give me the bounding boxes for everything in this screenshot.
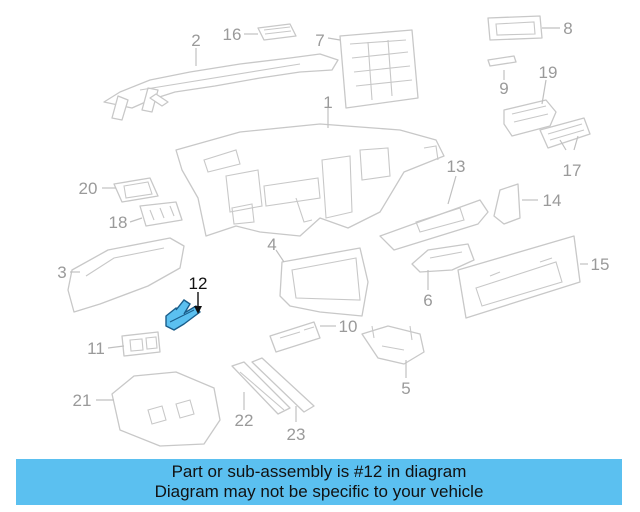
- part-22-strip: [231, 361, 291, 415]
- part-19-vent: [503, 99, 557, 137]
- callout-5: 5: [401, 379, 410, 398]
- part-1-instrument-panel: [175, 123, 445, 237]
- banner-line-1: Part or sub-assembly is #12 in diagram: [171, 462, 467, 481]
- part-15-panel: [457, 235, 581, 319]
- callout-19: 19: [539, 63, 558, 82]
- callout-13: 13: [447, 157, 466, 176]
- callout-17: 17: [563, 161, 582, 180]
- part-3-glovebox-door: [67, 237, 185, 313]
- part-2-crossbeam: [103, 53, 339, 121]
- part-21-console: [111, 371, 221, 447]
- callout-23: 23: [287, 425, 306, 444]
- part-16-vent: [257, 23, 297, 41]
- callout-2: 2: [191, 31, 200, 50]
- callout-11: 11: [87, 339, 105, 358]
- callout-18: 18: [109, 213, 128, 232]
- part-14-bracket: [493, 183, 521, 225]
- callout-22: 22: [235, 411, 254, 430]
- callout-14: 14: [543, 191, 562, 210]
- callout-3: 3: [57, 263, 66, 282]
- callout-10: 10: [339, 317, 358, 336]
- part-17-vent: [539, 117, 591, 149]
- part-10-switch-panel: [269, 321, 321, 353]
- part-9-strip: [487, 55, 517, 67]
- callout-12: 12: [189, 274, 208, 293]
- part-4-glovebox-bin: [279, 247, 369, 317]
- part-12-highlighted: [165, 299, 201, 331]
- callout-15: 15: [591, 255, 610, 274]
- part-13-panel: [379, 199, 489, 251]
- info-banner: Part or sub-assembly is #12 in diagram D…: [16, 459, 622, 505]
- callout-16: 16: [223, 25, 242, 44]
- part-6-bracket: [411, 243, 475, 273]
- parts-diagram: 1 2 3 4 5 6 7 8 9 10 11 12 13 14 15 16 1…: [57, 15, 609, 447]
- callout-8: 8: [563, 19, 572, 38]
- part-8-pocket: [487, 15, 543, 41]
- callout-9: 9: [499, 79, 508, 98]
- callout-1: 1: [323, 93, 332, 112]
- callout-7: 7: [315, 31, 324, 50]
- banner-line-2: Diagram may not be specific to your vehi…: [154, 482, 484, 501]
- part-20-vent: [113, 177, 159, 203]
- callout-6: 6: [423, 291, 432, 310]
- part-7-relay-box: [339, 29, 419, 109]
- part-11-bezel: [121, 331, 161, 357]
- callout-4: 4: [267, 235, 276, 254]
- leader-lines: [70, 27, 588, 422]
- callouts: 1 2 3 4 5 6 7 8 9 10 11 12 13 14 15 16 1…: [57, 19, 609, 444]
- callout-20: 20: [79, 179, 98, 198]
- part-23-strip: [251, 357, 315, 413]
- callout-21: 21: [73, 391, 92, 410]
- part-18-switch: [139, 201, 183, 227]
- part-5-bracket: [361, 325, 425, 365]
